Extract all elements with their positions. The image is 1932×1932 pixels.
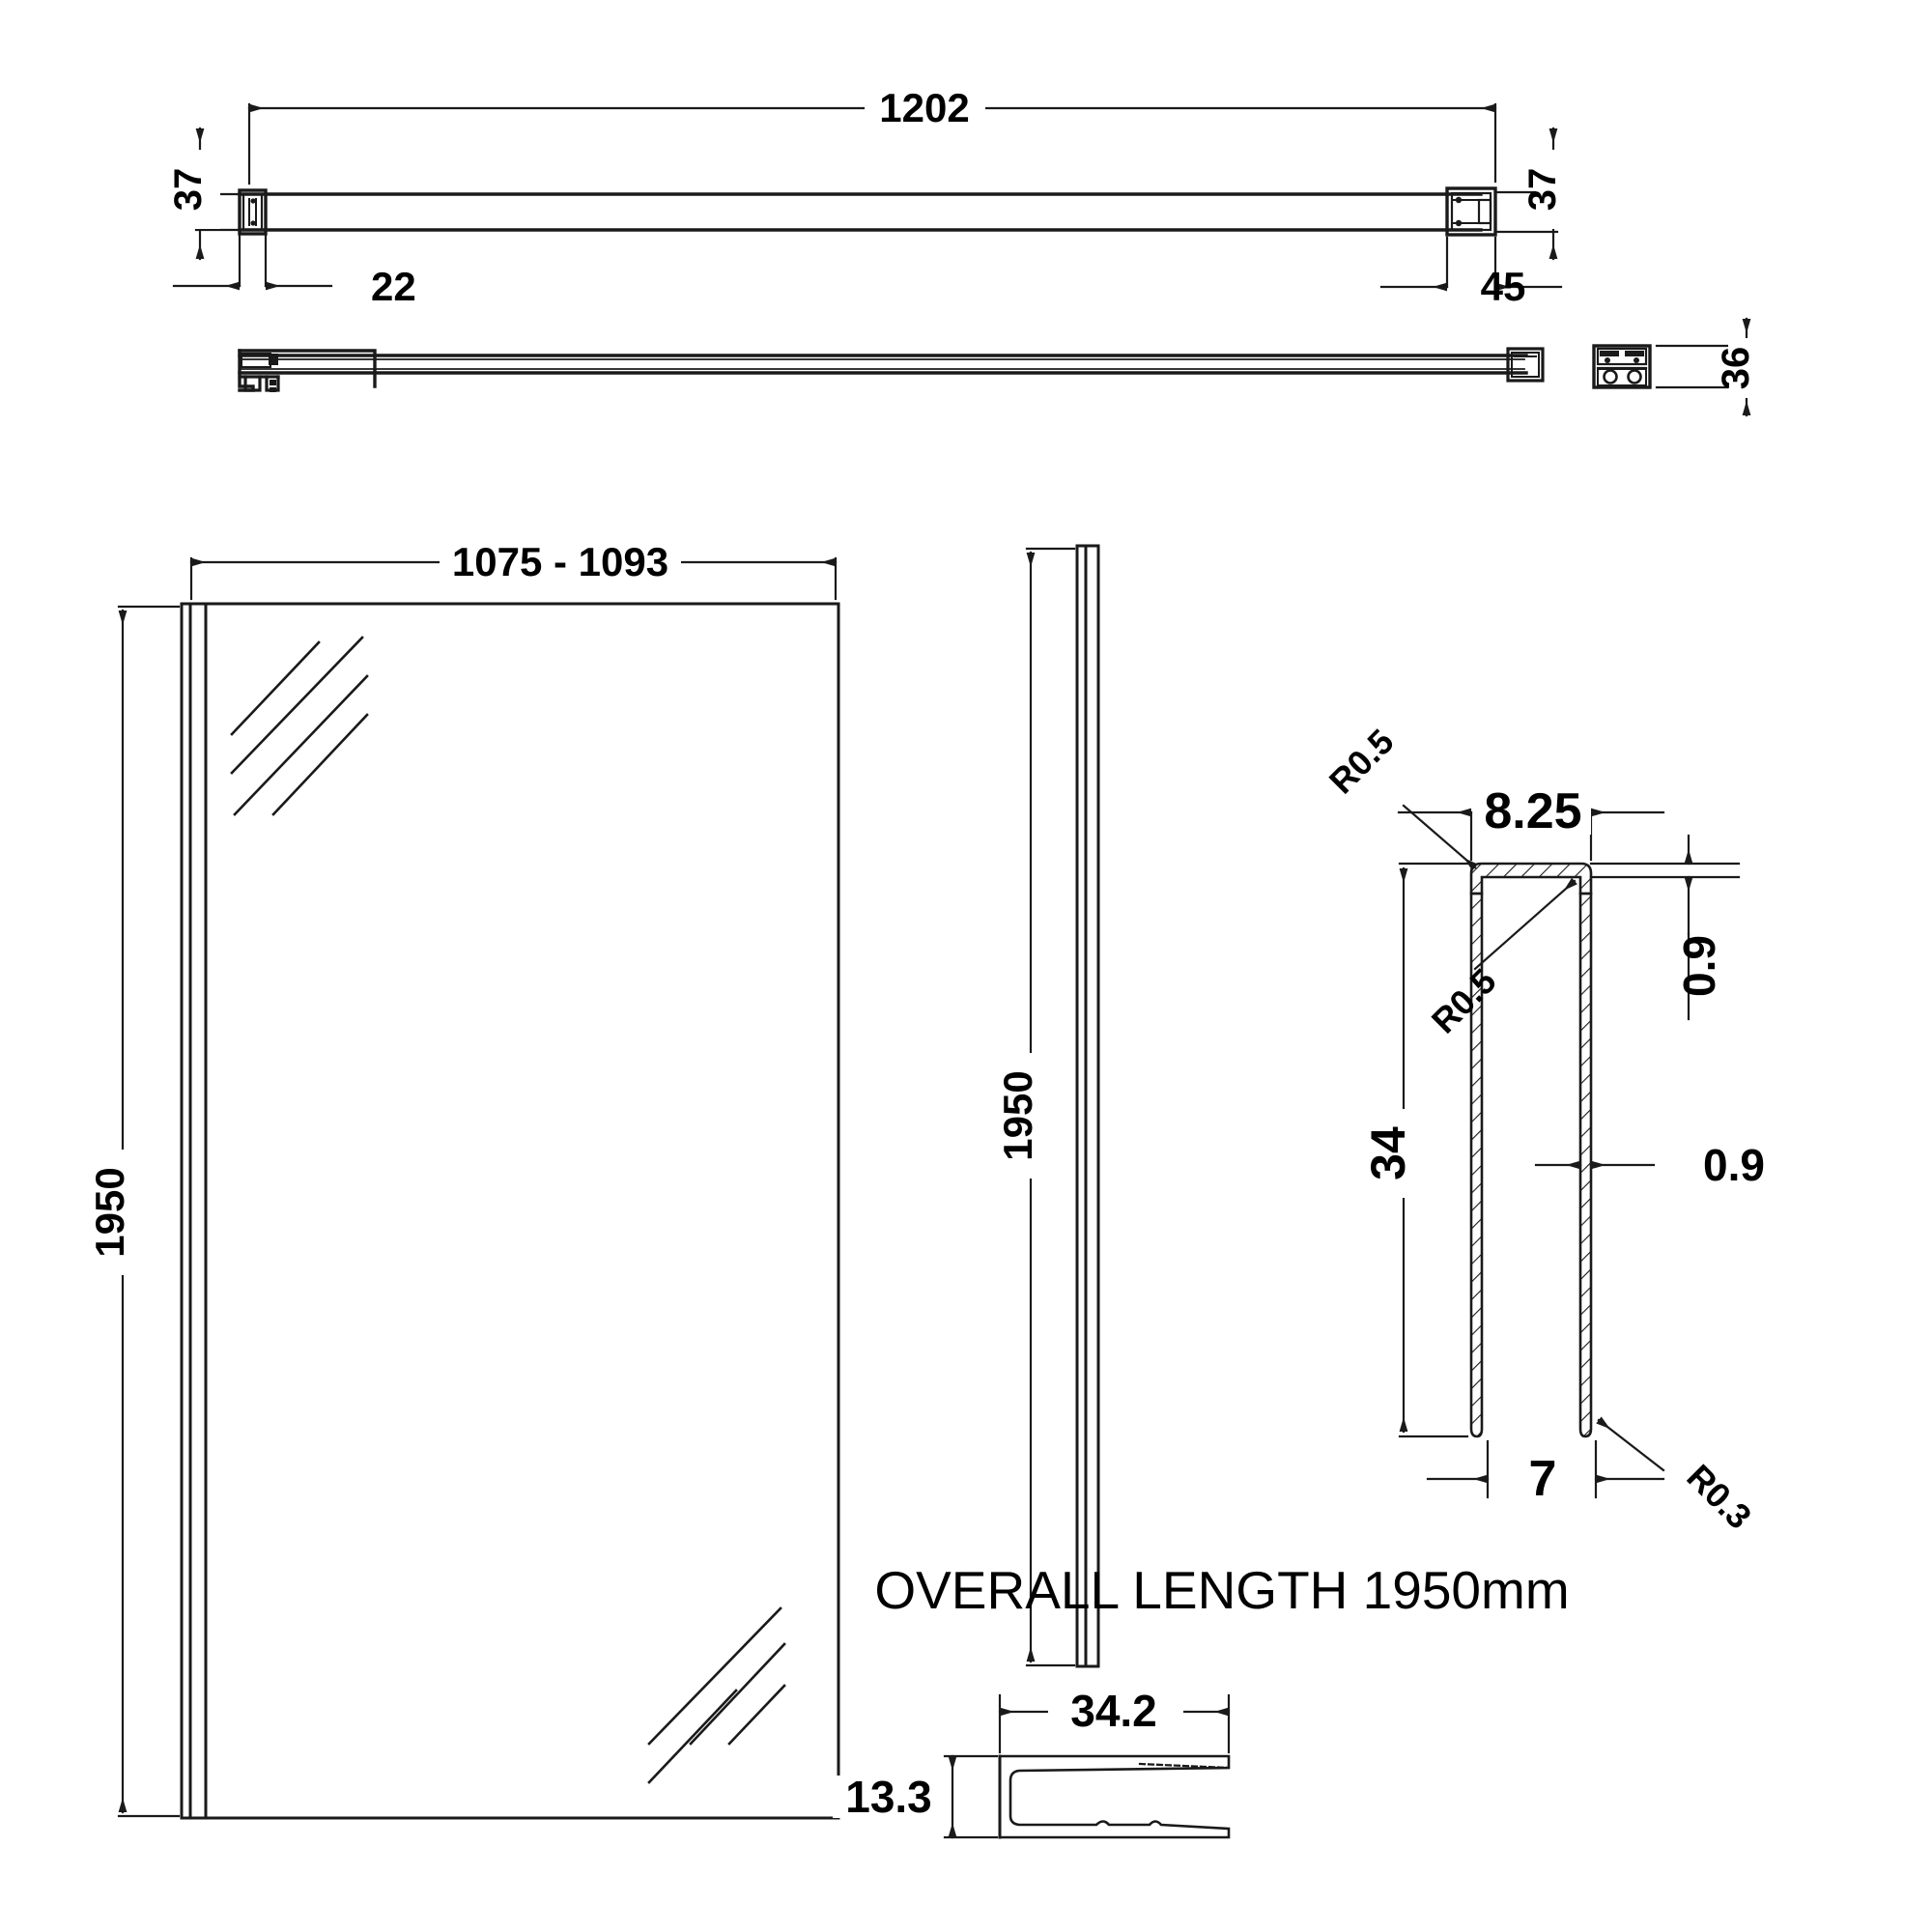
dim-profile-opening: 7 <box>1529 1451 1557 1507</box>
glass-panel-front-elevation <box>104 543 840 1820</box>
dim-profile-top-thickness: 0.9 <box>1674 935 1724 997</box>
dim-bar-left-offset: 22 <box>371 264 416 309</box>
dim-profile-wall-thickness: 0.9 <box>1703 1140 1765 1190</box>
overall-length-note: OVERALL LENGTH 1950mm <box>874 1560 1569 1620</box>
dim-channel-width: 34.2 <box>1070 1686 1157 1736</box>
dim-profile-depth: 34 <box>1361 1126 1415 1180</box>
dim-profile-inner-width: 8.25 <box>1484 783 1581 839</box>
dim-panel-height: 1950 <box>87 1167 132 1257</box>
wall-channel-profile-section <box>833 1693 1231 1839</box>
dim-panel-width: 1075 - 1093 <box>452 539 668 584</box>
glass-panel-side-elevation <box>1012 544 1100 1668</box>
dim-bracket-height: 36 <box>1715 347 1757 390</box>
dim-bar-right-width: 37 <box>1521 168 1564 212</box>
dim-bar-length: 1202 <box>879 85 969 130</box>
dim-bar-left-width: 37 <box>167 168 210 212</box>
dim-profile-radius-bottom: R0.3 <box>1679 1457 1759 1537</box>
dim-profile-radius-inner: R0.5 <box>1424 961 1504 1041</box>
support-bar-plan-view <box>172 89 1575 292</box>
u-channel-profile-section <box>1385 794 1741 1499</box>
dim-panel-side-height: 1950 <box>995 1070 1040 1160</box>
dim-profile-radius-outer: R0.5 <box>1321 722 1402 802</box>
dim-channel-height: 13.3 <box>845 1772 932 1822</box>
support-bar-side-view <box>238 317 1767 417</box>
dim-bar-right-offset: 45 <box>1481 264 1526 309</box>
